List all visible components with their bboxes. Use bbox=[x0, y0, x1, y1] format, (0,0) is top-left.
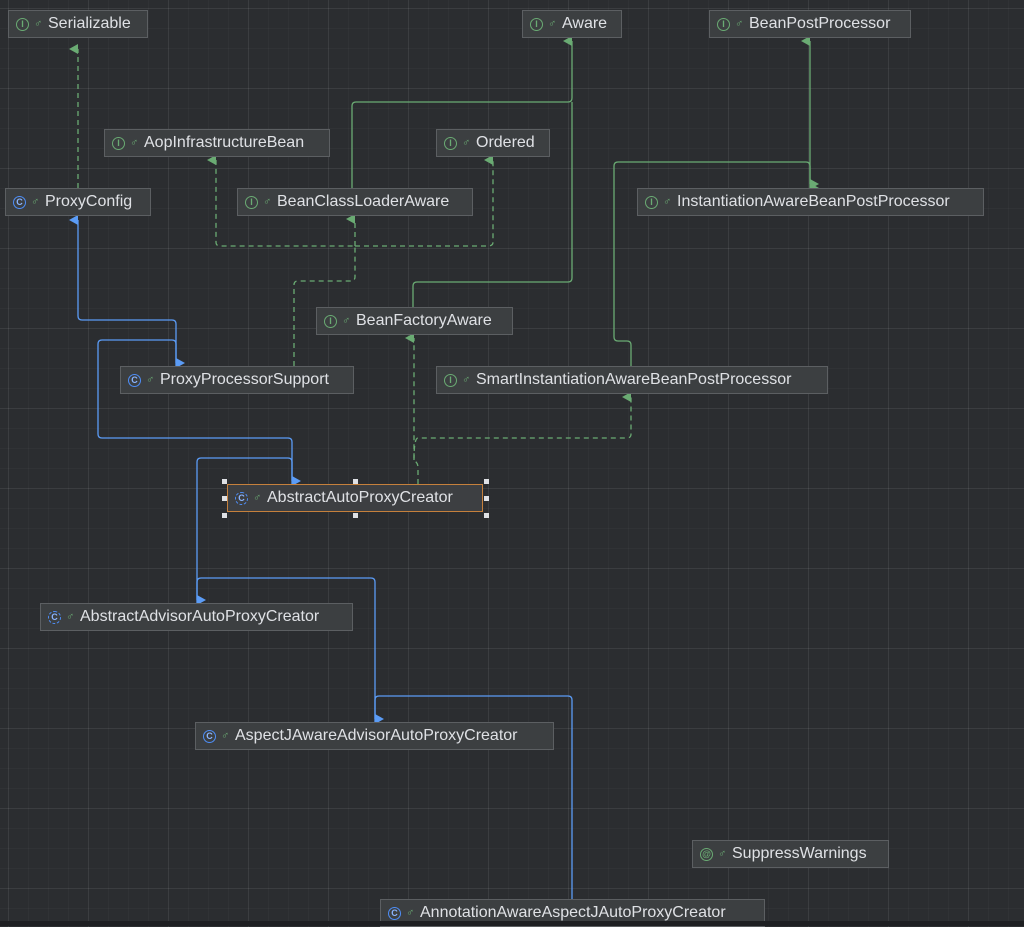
selection-handle[interactable] bbox=[222, 479, 227, 484]
node-label: ProxyProcessorSupport bbox=[160, 371, 329, 388]
edge-smartinstantiation-instantiationaware bbox=[613, 161, 819, 366]
node-label: BeanFactoryAware bbox=[356, 312, 492, 329]
visibility-icon: ♂ bbox=[263, 196, 272, 208]
node-label: AbstractAdvisorAutoProxyCreator bbox=[80, 608, 320, 625]
node-proxy-config[interactable]: C ♂ ProxyConfig bbox=[5, 188, 151, 216]
node-abstract-auto-proxy-creator[interactable]: C ♂ AbstractAutoProxyCreator bbox=[227, 484, 483, 512]
interface-icon: I bbox=[717, 17, 730, 31]
node-label: SuppressWarnings bbox=[732, 845, 867, 862]
edge-proxyprocessorsupport-aopinfrastructurebean bbox=[207, 155, 356, 366]
visibility-icon: ♂ bbox=[406, 907, 415, 919]
node-label: InstantiationAwareBeanPostProcessor bbox=[677, 193, 950, 210]
node-abstract-advisor-auto-proxy-creator[interactable]: C ♂ AbstractAdvisorAutoProxyCreator bbox=[40, 603, 353, 631]
node-label: AbstractAutoProxyCreator bbox=[267, 489, 453, 506]
interface-icon: I bbox=[530, 17, 543, 31]
visibility-icon: ♂ bbox=[34, 18, 43, 30]
node-label: BeanClassLoaderAware bbox=[277, 193, 450, 210]
node-aop-infrastructure-bean[interactable]: I ♂ AopInfrastructureBean bbox=[104, 129, 330, 157]
interface-icon: I bbox=[324, 314, 337, 328]
node-label: AopInfrastructureBean bbox=[144, 134, 305, 151]
node-label: Ordered bbox=[476, 134, 535, 151]
visibility-icon: ♂ bbox=[548, 18, 557, 30]
visibility-icon: ♂ bbox=[253, 492, 262, 504]
node-aware[interactable]: I ♂ Aware bbox=[522, 10, 622, 38]
edge-proxyprocessorsupport-proxyconfig bbox=[69, 215, 177, 366]
edge-proxyprocessorsupport-ordered bbox=[355, 155, 494, 247]
node-instantiation-aware-bean-post-processor[interactable]: I ♂ InstantiationAwareBeanPostProcessor bbox=[637, 188, 984, 216]
edge-abstractautoproxycreator-smartinstantiation bbox=[413, 392, 632, 461]
edge-annotationaware-aspectjaware bbox=[374, 695, 573, 899]
node-label: SmartInstantiationAwareBeanPostProcessor bbox=[476, 371, 792, 388]
edge-abstractautoproxycreator-proxyprocessorsupport bbox=[97, 339, 293, 484]
selection-handle[interactable] bbox=[222, 513, 227, 518]
selection-handle[interactable] bbox=[353, 479, 358, 484]
interface-icon: I bbox=[645, 195, 658, 209]
selection-handle[interactable] bbox=[484, 513, 489, 518]
visibility-icon: ♂ bbox=[31, 196, 40, 208]
selection-handle[interactable] bbox=[484, 496, 489, 501]
node-label: BeanPostProcessor bbox=[749, 15, 891, 32]
node-label: AnnotationAwareAspectJAutoProxyCreator bbox=[420, 904, 726, 921]
class-icon: C bbox=[388, 906, 401, 920]
node-bean-post-processor[interactable]: I ♂ BeanPostProcessor bbox=[709, 10, 911, 38]
visibility-icon: ♂ bbox=[146, 374, 155, 386]
class-icon: C bbox=[128, 373, 141, 387]
class-icon: C bbox=[203, 729, 216, 743]
visibility-icon: ♂ bbox=[663, 196, 672, 208]
visibility-icon: ♂ bbox=[735, 18, 744, 30]
visibility-icon: ♂ bbox=[462, 137, 471, 149]
node-label: ProxyConfig bbox=[45, 193, 133, 210]
node-label: Aware bbox=[562, 15, 608, 32]
node-bean-factory-aware[interactable]: I ♂ BeanFactoryAware bbox=[316, 307, 513, 335]
edge-abstractautoproxycreator-beanfactoryaware bbox=[405, 333, 419, 484]
edge-beanclassloaderaware-aware bbox=[351, 36, 573, 188]
interface-icon: I bbox=[16, 17, 29, 31]
interface-icon: I bbox=[245, 195, 258, 209]
node-label: AspectJAwareAdvisorAutoProxyCreator bbox=[235, 727, 518, 744]
edge-beanfactoryaware-aware bbox=[412, 102, 573, 307]
visibility-icon: ♂ bbox=[342, 315, 351, 327]
canvas-bottom-border bbox=[0, 921, 1024, 926]
interface-icon: I bbox=[444, 373, 457, 387]
visibility-icon: ♂ bbox=[462, 374, 471, 386]
visibility-icon: ♂ bbox=[130, 137, 139, 149]
interface-icon: I bbox=[444, 136, 457, 150]
edge-aspectjaware-abstractadvisor bbox=[196, 577, 376, 722]
node-aspectj-aware-advisor-auto-proxy-creator[interactable]: C ♂ AspectJAwareAdvisorAutoProxyCreator bbox=[195, 722, 554, 750]
visibility-icon: ♂ bbox=[66, 611, 75, 623]
node-suppress-warnings[interactable]: @ ♂ SuppressWarnings bbox=[692, 840, 889, 868]
selection-handle[interactable] bbox=[222, 496, 227, 501]
node-bean-class-loader-aware[interactable]: I ♂ BeanClassLoaderAware bbox=[237, 188, 473, 216]
interface-icon: I bbox=[112, 136, 125, 150]
annotation-icon: @ bbox=[700, 847, 713, 861]
node-smart-instantiation-aware-bean-post-processor[interactable]: I ♂ SmartInstantiationAwareBeanPostProce… bbox=[436, 366, 828, 394]
visibility-icon: ♂ bbox=[221, 730, 230, 742]
abstract-class-icon: C bbox=[48, 610, 61, 624]
edge-abstractadvisor-abstractautoproxycreator bbox=[196, 457, 301, 603]
abstract-class-icon: C bbox=[235, 491, 248, 505]
node-label: Serializable bbox=[48, 15, 131, 32]
selection-handle[interactable] bbox=[353, 513, 358, 518]
visibility-icon: ♂ bbox=[718, 848, 727, 860]
class-icon: C bbox=[13, 195, 26, 209]
node-serializable[interactable]: I ♂ Serializable bbox=[8, 10, 148, 38]
selection-handle[interactable] bbox=[484, 479, 489, 484]
node-proxy-processor-support[interactable]: C ♂ ProxyProcessorSupport bbox=[120, 366, 354, 394]
node-ordered[interactable]: I ♂ Ordered bbox=[436, 129, 550, 157]
